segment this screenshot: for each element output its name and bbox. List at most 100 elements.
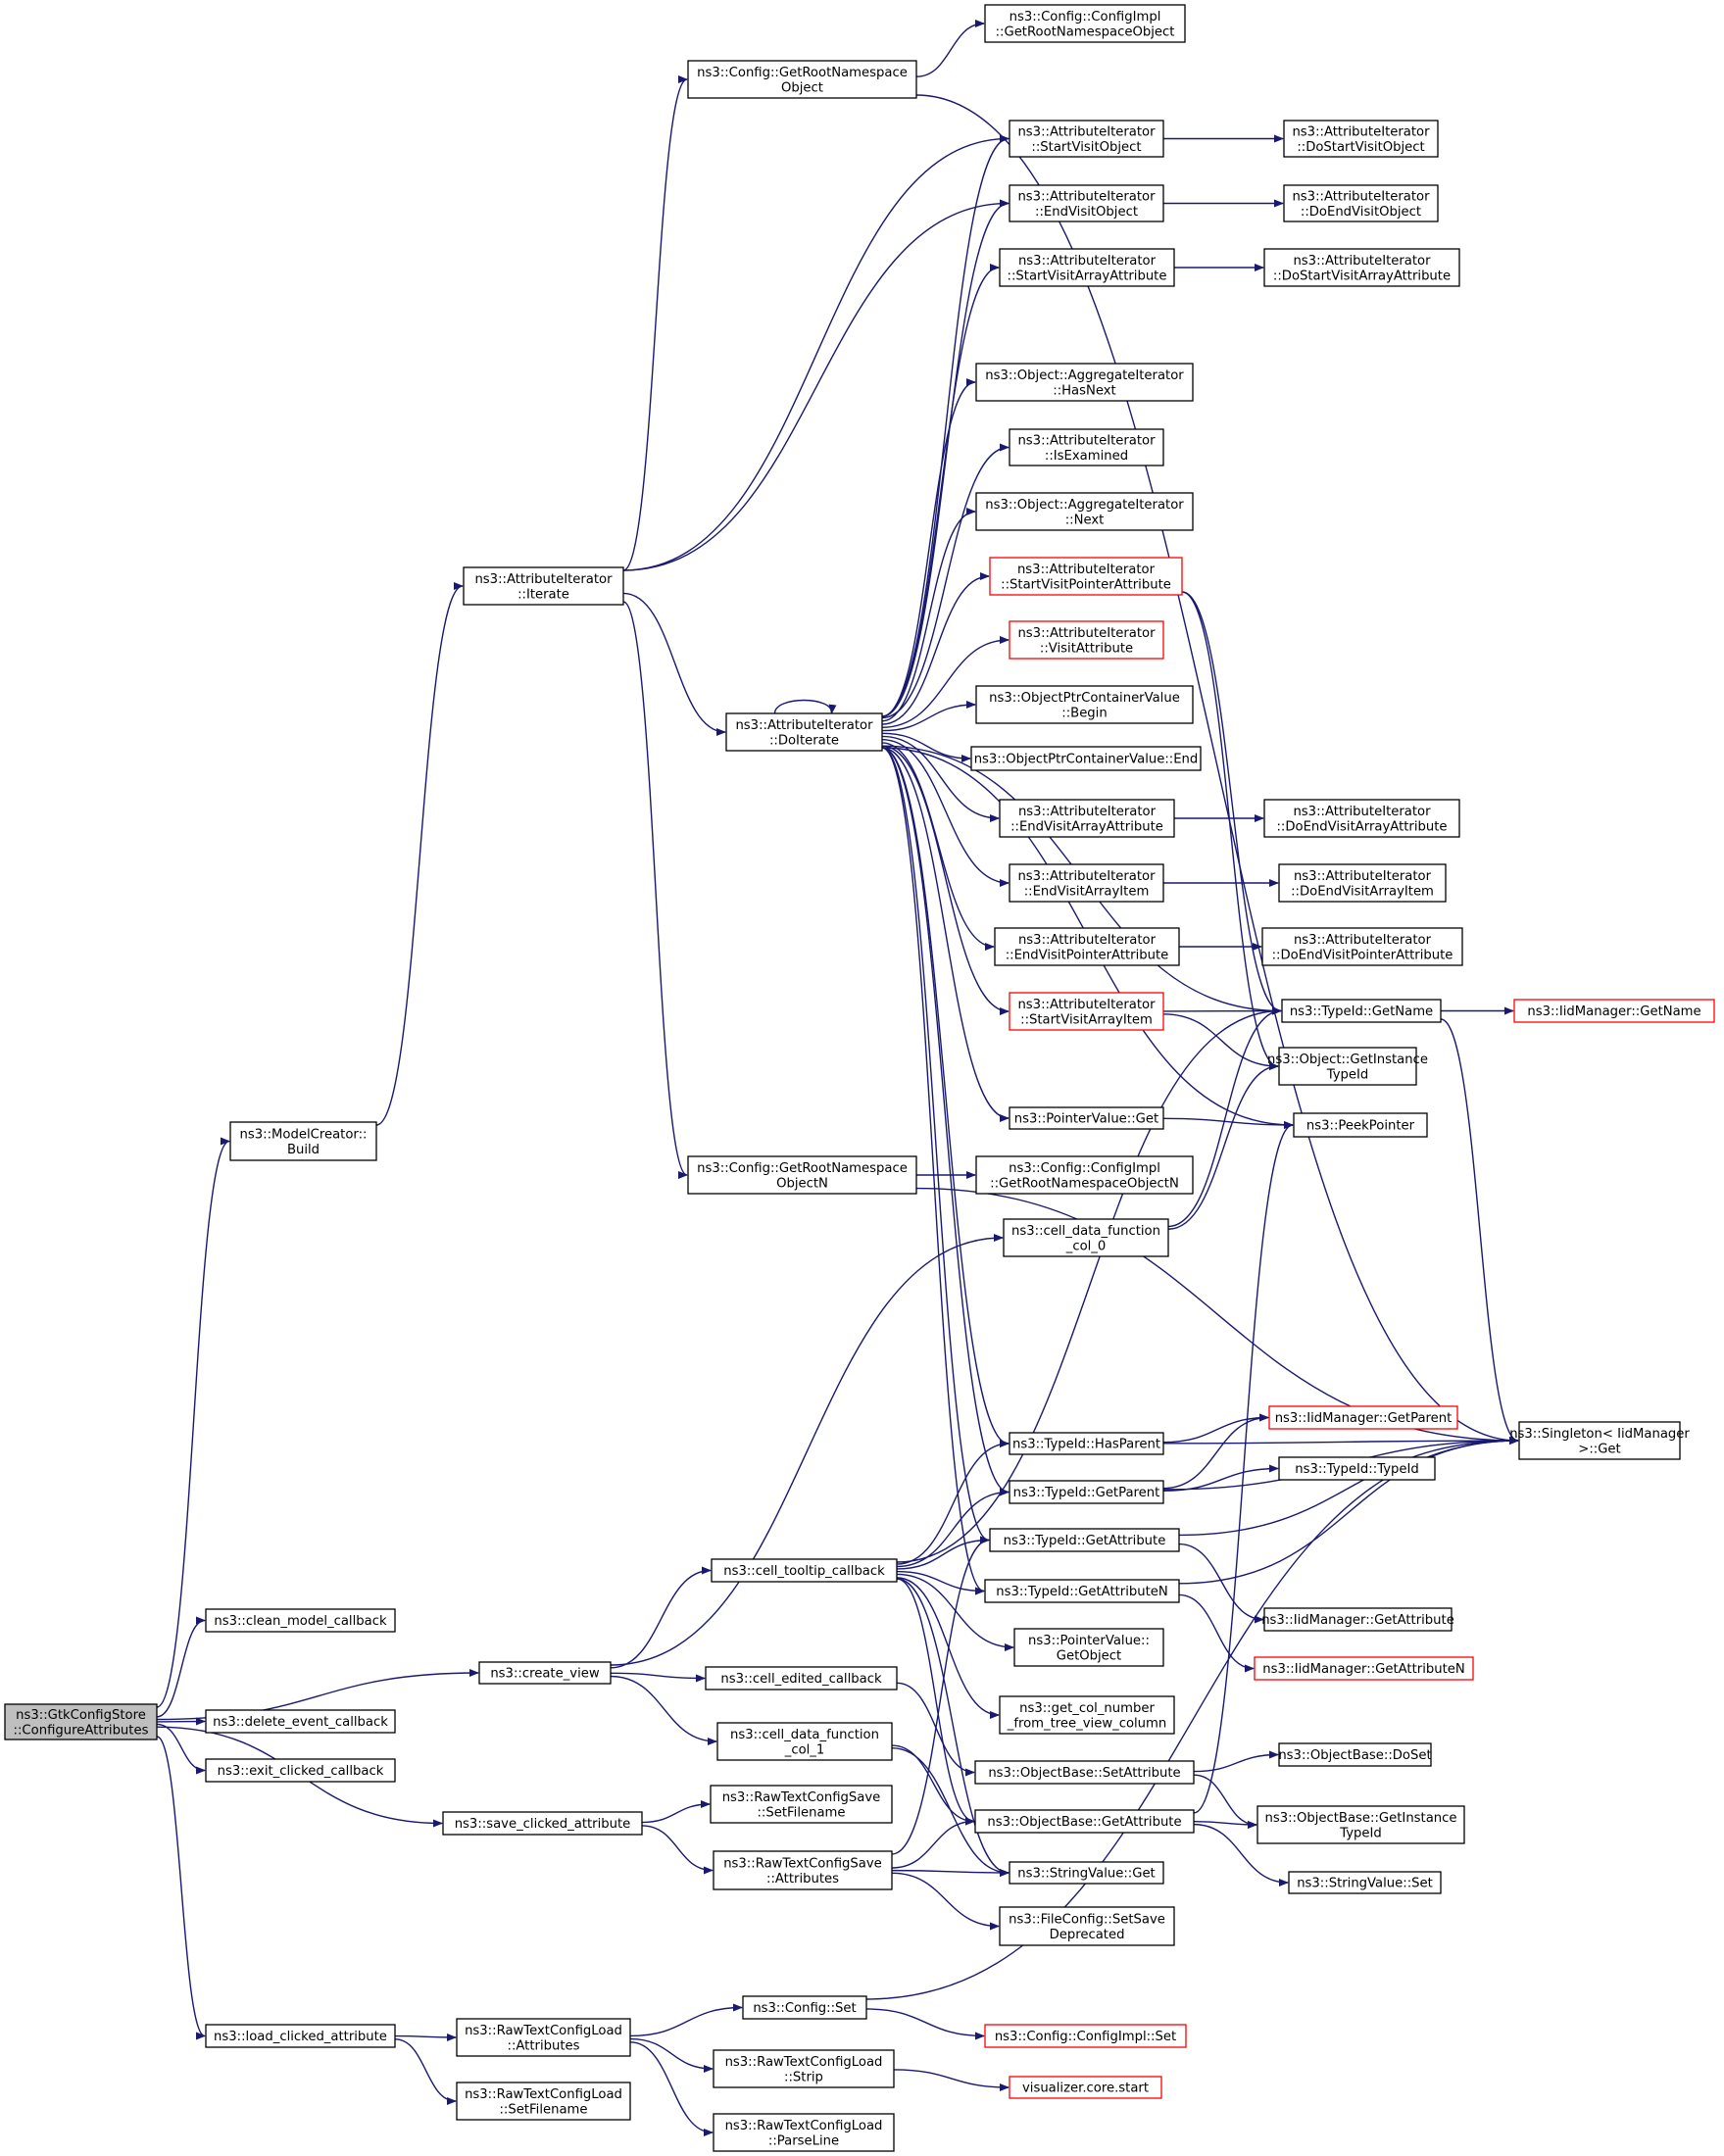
- node-label-line: ns3::AttributeIterator: [1292, 124, 1430, 139]
- node-label-line: ns3::Config::Set: [753, 2001, 856, 2016]
- node-rtcls[interactable]: ns3::RawTextConfigLoad::Strip: [713, 2049, 895, 2088]
- node-grnon[interactable]: ns3::Config::GetRootNamespaceObjectN: [687, 1155, 917, 1195]
- node-rtclpl[interactable]: ns3::RawTextConfigLoad::ParseLine: [713, 2113, 895, 2152]
- node-cimpl_grnon[interactable]: ns3::Config::ConfigImpl::GetRootNamespac…: [975, 1155, 1194, 1195]
- edge-svpa-to-tidgn: [1181, 591, 1282, 1015]
- node-box: [705, 1666, 898, 1690]
- node-label-line: ns3::clean_model_callback: [214, 1614, 387, 1629]
- node-box: [205, 1608, 396, 1633]
- node-label-line: ns3::AttributeIterator: [1017, 563, 1156, 577]
- node-vcs[interactable]: visualizer.core.start: [1009, 2076, 1162, 2099]
- node-label-line: ns3::save_clicked_attribute: [455, 1817, 631, 1832]
- node-box: [4, 1703, 158, 1740]
- node-iidgan[interactable]: ns3::IidManager::GetAttributeN: [1254, 1656, 1474, 1681]
- node-clean[interactable]: ns3::clean_model_callback: [205, 1608, 396, 1633]
- node-label-line: ns3::Object::AggregateIterator: [985, 498, 1184, 513]
- node-iidga[interactable]: ns3::IidManager::GetAttribute: [1261, 1607, 1454, 1632]
- node-evo[interactable]: ns3::AttributeIterator::EndVisitObject: [1009, 184, 1164, 222]
- node-grno[interactable]: ns3::Config::GetRootNamespaceObject: [687, 60, 917, 99]
- node-tidtid[interactable]: ns3::TypeId::TypeId: [1278, 1456, 1436, 1481]
- node-pvgo[interactable]: ns3::PointerValue::GetObject: [1013, 1628, 1164, 1667]
- node-devaa[interactable]: ns3::AttributeIterator::DoEndVisitArrayA…: [1263, 799, 1460, 838]
- edge-tidga-to-singleton: [1178, 1437, 1519, 1537]
- node-devpa[interactable]: ns3::AttributeIterator::DoEndVisitPointe…: [1261, 927, 1463, 966]
- node-createview[interactable]: ns3::create_view: [478, 1661, 612, 1685]
- node-svo[interactable]: ns3::AttributeIterator::StartVisitObject: [1009, 120, 1164, 158]
- node-box: [1009, 428, 1164, 466]
- node-dsvo[interactable]: ns3::AttributeIterator::DoStartVisitObje…: [1283, 120, 1439, 158]
- node-obga[interactable]: ns3::ObjectBase::GetAttribute: [974, 1809, 1195, 1834]
- node-label-line: ns3::IidManager::GetAttribute: [1261, 1613, 1454, 1628]
- node-tidga[interactable]: ns3::TypeId::GetAttribute: [989, 1528, 1180, 1552]
- node-obsa[interactable]: ns3::ObjectBase::SetAttribute: [974, 1760, 1195, 1785]
- edge-ctc-to-tidgan: [896, 1570, 985, 1595]
- node-delete[interactable]: ns3::delete_event_callback: [205, 1709, 396, 1734]
- node-cimpl_grno[interactable]: ns3::Config::ConfigImpl::GetRootNamespac…: [984, 4, 1186, 43]
- node-root[interactable]: ns3::GtkConfigStore::ConfigureAttributes: [4, 1703, 158, 1740]
- node-cset[interactable]: ns3::Config::Set: [742, 1995, 867, 2020]
- node-evpa[interactable]: ns3::AttributeIterator::EndVisitPointerA…: [994, 927, 1180, 966]
- node-tidgp[interactable]: ns3::TypeId::GetParent: [1009, 1480, 1164, 1504]
- node-cimplset[interactable]: ns3::Config::ConfigImpl::Set: [984, 2024, 1187, 2048]
- node-evai[interactable]: ns3::AttributeIterator::EndVisitArrayIte…: [1009, 863, 1164, 903]
- node-tidgn[interactable]: ns3::TypeId::GetName: [1281, 999, 1442, 1023]
- node-oanx[interactable]: ns3::Object::AggregateIterator::Next: [975, 492, 1194, 531]
- node-label-line: ns3::cell_data_function: [730, 1728, 879, 1742]
- node-label-line: ns3::AttributeIterator: [1294, 869, 1432, 884]
- node-svai[interactable]: ns3::AttributeIterator::StartVisitArrayI…: [1009, 992, 1164, 1031]
- node-cdf0[interactable]: ns3::cell_data_function_col_0: [1003, 1218, 1169, 1257]
- node-singleton[interactable]: ns3::Singleton< IidManager>::Get: [1509, 1421, 1690, 1460]
- node-gcn[interactable]: ns3::get_col_number_from_tree_view_colum…: [999, 1695, 1175, 1735]
- node-opcve[interactable]: ns3::ObjectPtrContainerValue::End: [970, 746, 1202, 771]
- node-iidgn[interactable]: ns3::IidManager::GetName: [1513, 999, 1715, 1023]
- node-devo[interactable]: ns3::AttributeIterator::DoEndVisitObject: [1283, 184, 1439, 222]
- node-tidhp[interactable]: ns3::TypeId::HasParent: [1009, 1432, 1164, 1455]
- node-label-line: ns3::IidManager::GetAttributeN: [1262, 1662, 1465, 1677]
- node-aiter[interactable]: ns3::AttributeIterator::Iterate: [463, 566, 624, 606]
- node-cdf1[interactable]: ns3::cell_data_function_col_1: [716, 1722, 893, 1761]
- node-svpa[interactable]: ns3::AttributeIterator::StartVisitPointe…: [989, 557, 1183, 596]
- node-label-line: ::SetFilename: [499, 2102, 587, 2117]
- node-tidgan[interactable]: ns3::TypeId::GetAttributeN: [984, 1579, 1180, 1603]
- node-load[interactable]: ns3::load_clicked_attribute: [205, 2024, 396, 2048]
- node-ctc[interactable]: ns3::cell_tooltip_callback: [711, 1558, 898, 1583]
- node-exit[interactable]: ns3::exit_clicked_callback: [205, 1758, 396, 1783]
- node-box: [1009, 1861, 1164, 1885]
- node-rtcsa[interactable]: ns3::RawTextConfigSave::Attributes: [713, 1850, 893, 1890]
- node-doiter[interactable]: ns3::AttributeIterator::DoIterate: [725, 712, 883, 752]
- node-box: [970, 746, 1202, 771]
- node-mcbuild[interactable]: ns3::ModelCreator::Build: [229, 1121, 377, 1161]
- edge-cdf1-to-svget: [891, 1747, 1010, 1877]
- node-opcvb[interactable]: ns3::ObjectPtrContainerValue::Begin: [975, 685, 1194, 724]
- node-svset[interactable]: ns3::StringValue::Set: [1288, 1871, 1442, 1894]
- node-peek[interactable]: ns3::PeekPointer: [1293, 1112, 1428, 1138]
- node-svaa[interactable]: ns3::AttributeIterator::StartVisitArrayA…: [999, 248, 1175, 287]
- edge-doiter-to-svo: [881, 134, 1010, 717]
- node-label-line: ::DoIterate: [769, 733, 839, 748]
- node-obdoset[interactable]: ns3::ObjectBase::DoSet: [1278, 1742, 1432, 1767]
- node-svget[interactable]: ns3::StringValue::Get: [1009, 1861, 1164, 1885]
- node-label-line: ns3::Config::GetRootNamespace: [697, 66, 908, 80]
- node-evaa[interactable]: ns3::AttributeIterator::EndVisitArrayAtt…: [999, 799, 1175, 838]
- node-dsvaa[interactable]: ns3::AttributeIterator::DoStartVisitArra…: [1263, 248, 1460, 287]
- node-iidgp[interactable]: ns3::IidManager::GetParent: [1268, 1405, 1458, 1430]
- node-oahn[interactable]: ns3::Object::AggregateIterator::HasNext: [975, 363, 1194, 402]
- node-cec[interactable]: ns3::cell_edited_callback: [705, 1666, 898, 1690]
- node-box: [687, 1155, 917, 1195]
- node-va[interactable]: ns3::AttributeIterator::VisitAttribute: [1009, 620, 1164, 660]
- node-label-line: ns3::AttributeIterator: [1018, 933, 1157, 948]
- node-rtcssf[interactable]: ns3::RawTextConfigSave::SetFilename: [710, 1785, 893, 1824]
- node-label-line: ns3::AttributeIterator: [1293, 254, 1431, 269]
- node-pvget[interactable]: ns3::PointerValue::Get: [1009, 1106, 1164, 1130]
- node-rtclsf[interactable]: ns3::RawTextConfigLoad::SetFilename: [456, 2082, 631, 2121]
- node-label-line: ns3::load_clicked_attribute: [214, 2030, 387, 2044]
- node-label-line: ::DoStartVisitArrayAttribute: [1273, 269, 1451, 283]
- node-save[interactable]: ns3::save_clicked_attribute: [442, 1811, 643, 1836]
- node-isex[interactable]: ns3::AttributeIterator::IsExamined: [1009, 428, 1164, 466]
- node-label-line: ::Next: [1065, 513, 1105, 527]
- node-devai[interactable]: ns3::AttributeIterator::DoEndVisitArrayI…: [1278, 863, 1447, 903]
- node-rtcla[interactable]: ns3::RawTextConfigLoad::Attributes: [456, 2018, 631, 2057]
